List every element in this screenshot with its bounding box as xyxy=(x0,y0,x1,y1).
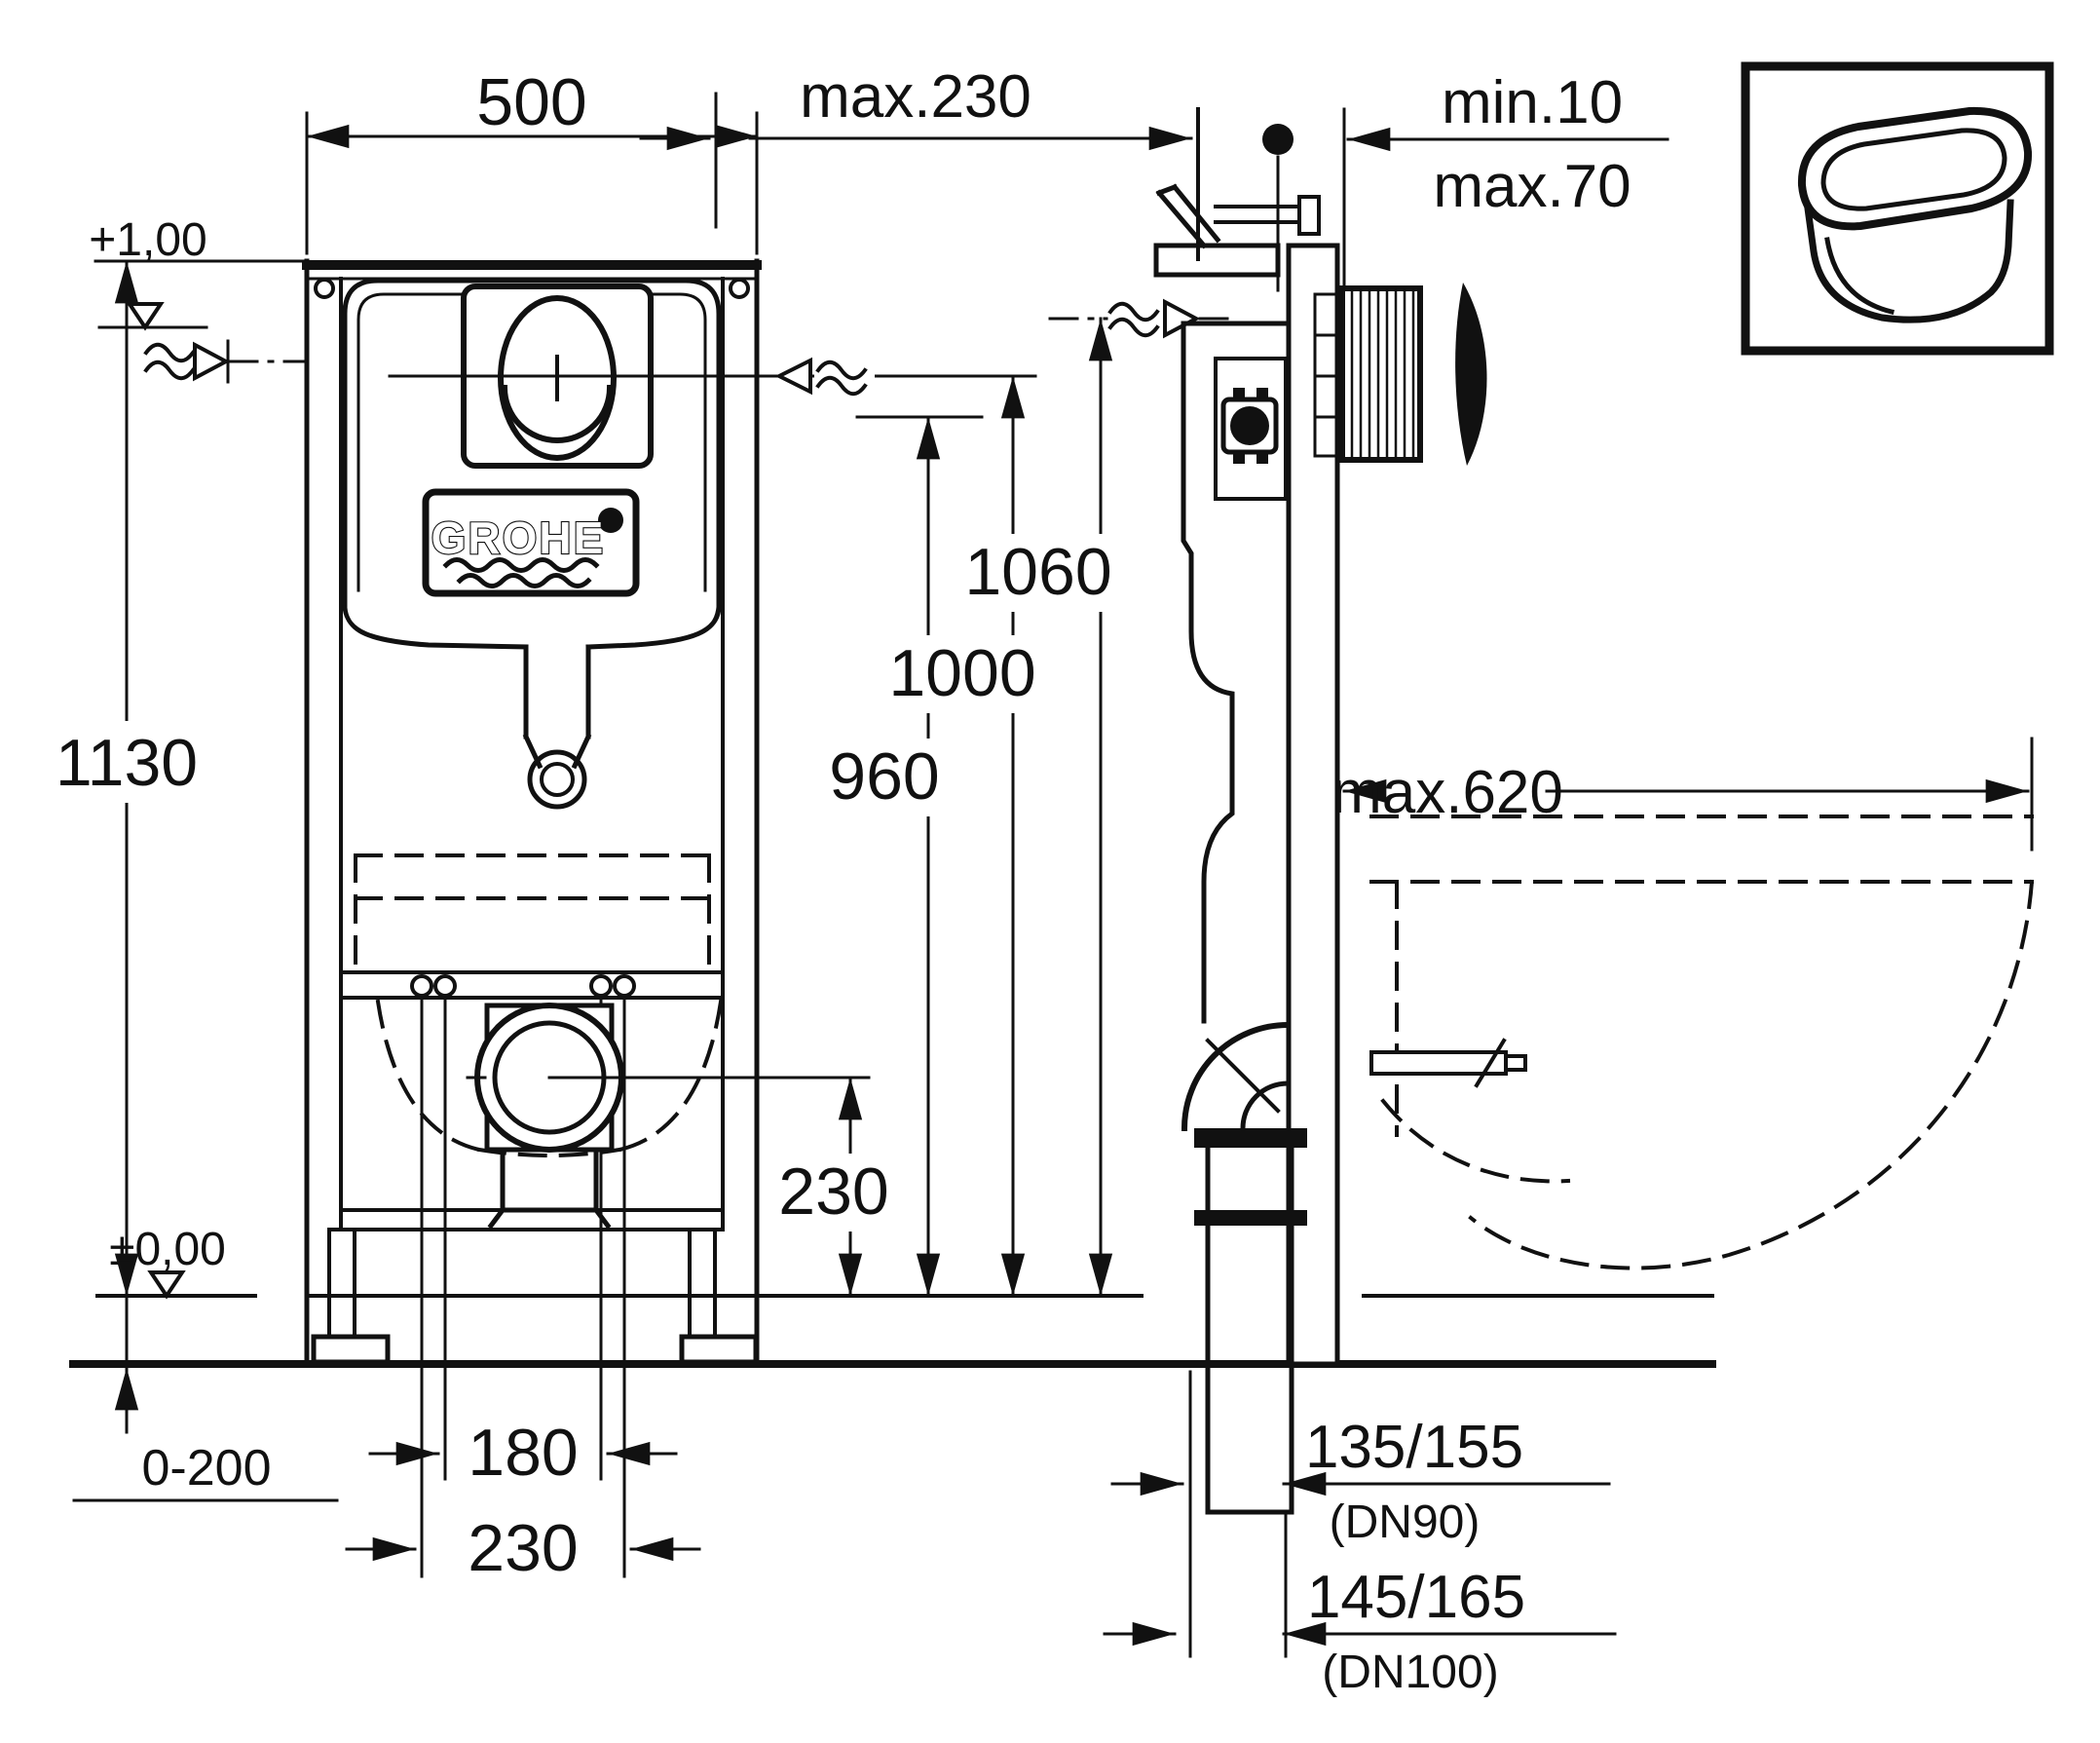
dim-1000-label: 1000 xyxy=(888,636,1035,710)
level-mark-floor xyxy=(147,1270,186,1300)
outlet-dn90-sub: (DN90) xyxy=(1330,1497,1481,1548)
wall-hung-toilet-icon xyxy=(1797,106,2033,323)
logo-wave-icon xyxy=(456,573,592,588)
dimension-height-1130 xyxy=(51,259,306,1298)
squiggle-icon xyxy=(1107,301,1160,322)
drain-offset-label: 230 xyxy=(468,1511,578,1585)
level-floor-label: ±0,00 xyxy=(109,1224,226,1275)
drain-assembly xyxy=(466,1003,871,1230)
dimension-1060 xyxy=(1048,294,1241,1298)
drain-height-label: 230 xyxy=(778,1155,888,1229)
side-view-frame xyxy=(1153,107,1487,1515)
level-triangle-icon xyxy=(126,302,165,331)
dimension-wall-max230 xyxy=(639,92,1193,229)
grohe-logo: GROHE xyxy=(431,512,606,563)
floor-offset-label: 0-200 xyxy=(142,1440,272,1497)
bowl-outline-side xyxy=(1369,815,2035,1270)
finish-min-label: min.10 xyxy=(1442,69,1623,136)
corrugated-sleeve xyxy=(1339,285,1423,463)
floor-lines xyxy=(69,1294,1716,1368)
reference-dot-icon xyxy=(1262,124,1294,155)
bowl-mounting-bolt xyxy=(1369,1038,1527,1088)
dim-height-label: 1130 xyxy=(56,726,198,800)
outlet-dn90-label: 135/155 xyxy=(1305,1414,1523,1481)
flow-arrow-icon xyxy=(774,357,812,396)
dimension-960 xyxy=(855,415,984,1298)
flush-pipe xyxy=(522,644,592,810)
logo-dot-icon xyxy=(598,508,623,533)
water-supply-symbol-left xyxy=(143,339,307,384)
actuator-centerline xyxy=(388,351,1037,401)
squiggle-icon xyxy=(143,360,196,381)
dim-1060-label: 1060 xyxy=(964,535,1111,609)
squiggle-icon xyxy=(815,360,868,381)
squiggle-icon xyxy=(143,342,196,363)
squiggle-icon xyxy=(815,375,868,397)
logo-wave-icon xyxy=(442,557,600,573)
bowl-depth-label: max.620 xyxy=(1331,759,1563,826)
finish-max-label: max.70 xyxy=(1433,153,1631,220)
outlet-dn100-label: 145/165 xyxy=(1307,1564,1525,1631)
dim-width-label: 500 xyxy=(476,65,586,139)
outlet-dn100-sub: (DN100) xyxy=(1322,1647,1498,1698)
bolt-spacing-label: 180 xyxy=(468,1416,578,1490)
squiggle-icon xyxy=(1107,317,1160,338)
wall-distance-label: max.230 xyxy=(800,63,1031,131)
level-upper-label: +1,00 xyxy=(89,214,206,266)
toilet-icon-box xyxy=(1741,61,2054,356)
level-triangle-icon xyxy=(147,1270,186,1300)
flush-plate-profile xyxy=(1455,283,1487,466)
flow-arrow-icon xyxy=(1163,298,1201,339)
dimension-bowl-depth xyxy=(1342,737,2034,852)
brand-plate xyxy=(422,488,640,597)
dim-960-label: 960 xyxy=(829,739,939,814)
cistern xyxy=(342,278,722,650)
dimension-floor-range xyxy=(72,1294,339,1502)
level-mark-upper xyxy=(97,302,208,331)
flow-arrow-icon xyxy=(193,341,231,382)
